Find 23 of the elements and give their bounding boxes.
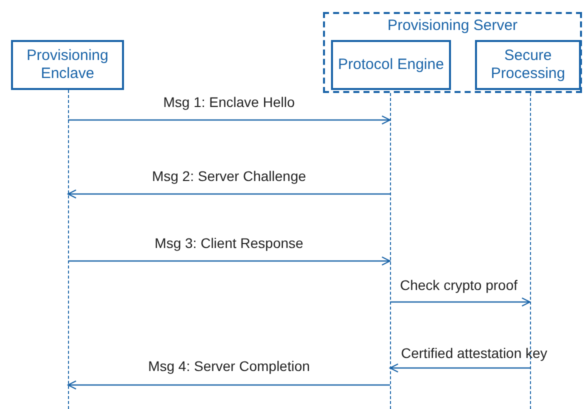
message-arrow [68, 115, 391, 125]
group-title: Provisioning Server [386, 17, 519, 35]
participant-name: Protocol Engine [337, 56, 445, 74]
lifeline [68, 90, 69, 409]
lifeline [530, 93, 531, 409]
edge-label: Msg 4: Server Completion [147, 358, 311, 375]
participant-name: Provisioning Enclave [26, 47, 110, 83]
edge-label: Msg 3: Client Response [154, 235, 304, 252]
edge-label: Certified attestation key [400, 345, 548, 362]
edge-label: Msg 1: Enclave Hello [162, 94, 296, 111]
participant-box [11, 40, 124, 90]
group-box [323, 12, 582, 93]
message-arrow [68, 256, 391, 266]
message-arrow [67, 380, 390, 390]
participant-box [475, 40, 581, 90]
edge-label: Check crypto proof [399, 277, 518, 294]
edge-label: Msg 2: Server Challenge [150, 168, 308, 185]
participant-box [331, 40, 451, 90]
message-arrow [67, 189, 390, 199]
lifeline [390, 93, 391, 409]
message-arrow [389, 363, 530, 373]
participant-name: Secure Processing [490, 47, 566, 83]
message-arrow [390, 297, 531, 307]
